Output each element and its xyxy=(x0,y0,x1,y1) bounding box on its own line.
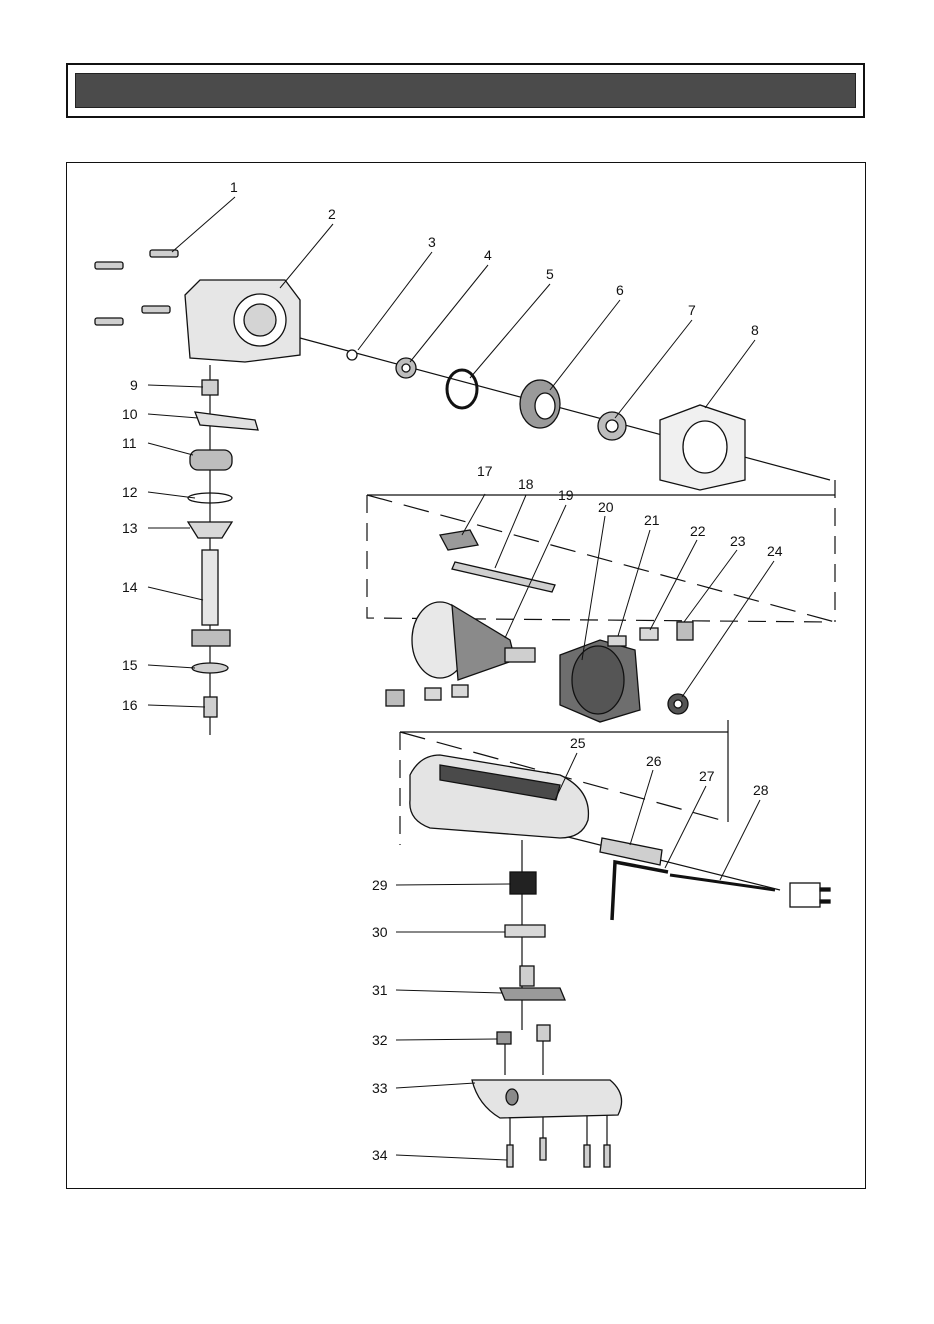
part-number-label: 31 xyxy=(372,982,388,998)
brush-strip-part xyxy=(452,562,555,592)
bushing-part xyxy=(202,380,218,395)
screw-icon xyxy=(507,1138,610,1167)
brush-spring-part xyxy=(608,636,626,646)
motor-housing-part xyxy=(410,755,589,838)
part-number-label: 32 xyxy=(372,1032,388,1048)
part-number-label: 33 xyxy=(372,1080,388,1096)
switch-part xyxy=(510,872,536,894)
part-number-label: 23 xyxy=(730,533,746,549)
lock-plate-part xyxy=(195,412,258,430)
part-number-label: 12 xyxy=(122,484,138,500)
part-number-label: 16 xyxy=(122,697,138,713)
brush-plate-part xyxy=(440,530,478,550)
part-number-label: 6 xyxy=(616,282,624,298)
part-number-label: 29 xyxy=(372,877,388,893)
part-number-label: 2 xyxy=(328,206,336,222)
spindle-screw-part xyxy=(204,697,217,717)
rubber-foot-part xyxy=(497,1032,511,1044)
circuit-board-part xyxy=(500,988,565,1000)
part-number-label: 4 xyxy=(484,247,492,263)
part-number-label: 27 xyxy=(699,768,715,784)
part-number-label: 15 xyxy=(122,657,138,673)
part-number-label: 1 xyxy=(230,179,238,195)
part-number-label: 17 xyxy=(477,463,493,479)
part-number-label: 7 xyxy=(688,302,696,318)
part-number-label: 18 xyxy=(518,476,534,492)
part-number-label: 9 xyxy=(130,377,138,393)
clip-part xyxy=(347,350,357,360)
part-number-label: 22 xyxy=(690,523,706,539)
part-number-label: 20 xyxy=(598,499,614,515)
part-number-label: 25 xyxy=(570,735,586,751)
part-number-label: 10 xyxy=(122,406,138,422)
screw-icon xyxy=(95,250,178,325)
power-cord-part xyxy=(670,875,830,907)
hex-key-part xyxy=(612,862,668,920)
part-number-label: 11 xyxy=(122,435,137,451)
stator-part xyxy=(560,640,640,722)
part-number-label: 19 xyxy=(558,487,574,503)
part-number-label: 21 xyxy=(644,512,660,528)
part-number-label: 14 xyxy=(122,579,138,595)
bearing-cup-part xyxy=(188,522,232,538)
part-number-label: 5 xyxy=(546,266,554,282)
part-number-label: 24 xyxy=(767,543,783,559)
part-number-label: 13 xyxy=(122,520,138,536)
carbon-brush-part xyxy=(640,628,658,640)
part-number-label: 26 xyxy=(646,753,662,769)
washer-part xyxy=(192,663,228,673)
part-number-label: 30 xyxy=(372,924,388,940)
part-number-label: 3 xyxy=(428,234,436,250)
part-number-label: 28 xyxy=(753,782,769,798)
spindle-bearing-part xyxy=(190,450,232,470)
switch-cover-part xyxy=(505,925,545,937)
spindle-part xyxy=(202,550,218,625)
bottom-housing-part xyxy=(472,1080,622,1118)
part-number-label: 8 xyxy=(751,322,759,338)
brush-holder-part xyxy=(677,622,693,640)
part-number-label: 34 xyxy=(372,1147,388,1163)
